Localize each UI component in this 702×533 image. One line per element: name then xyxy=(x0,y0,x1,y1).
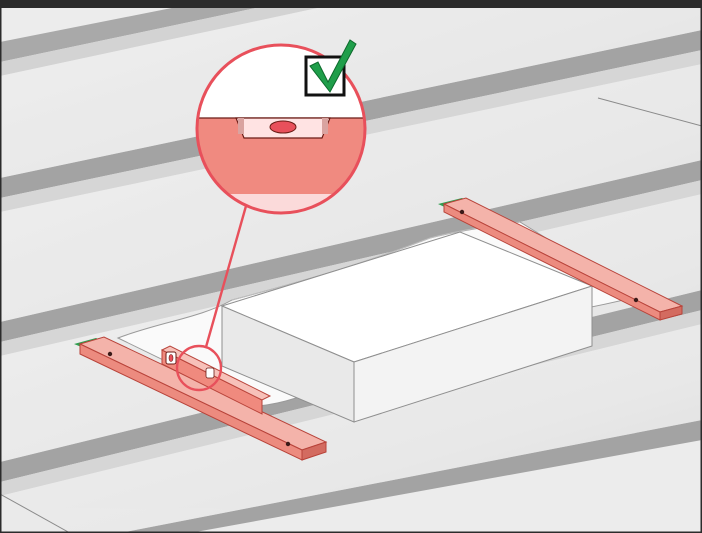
level-bubble xyxy=(168,354,174,362)
frame-top-bar xyxy=(0,0,702,8)
rail-end xyxy=(659,305,683,321)
level-vial xyxy=(205,367,215,379)
insulation-band xyxy=(0,324,702,533)
rail-screw xyxy=(459,209,465,215)
box-side-front xyxy=(353,285,593,423)
rail-end xyxy=(301,441,327,461)
callout-target-circle xyxy=(175,344,223,392)
ceiling-edge-line xyxy=(597,97,702,127)
ceiling-edge-line xyxy=(0,493,71,533)
mounting-rail-right xyxy=(438,197,684,321)
insulation-band xyxy=(0,64,702,322)
mounting-rail-left xyxy=(74,336,328,461)
level-callout xyxy=(175,205,248,392)
rail-screw xyxy=(633,297,639,303)
magnifier-ring xyxy=(195,43,367,215)
checkmark-icon xyxy=(304,39,357,97)
check-tick xyxy=(309,39,357,93)
spirit-level-top xyxy=(160,345,272,401)
joist xyxy=(0,160,702,342)
vial-marker-left xyxy=(238,118,244,134)
rail-screw xyxy=(285,441,291,447)
magnified-bubble xyxy=(269,120,297,134)
vial-marker-right xyxy=(322,118,328,134)
callout-connector xyxy=(204,205,248,348)
rail-screw xyxy=(107,351,113,357)
